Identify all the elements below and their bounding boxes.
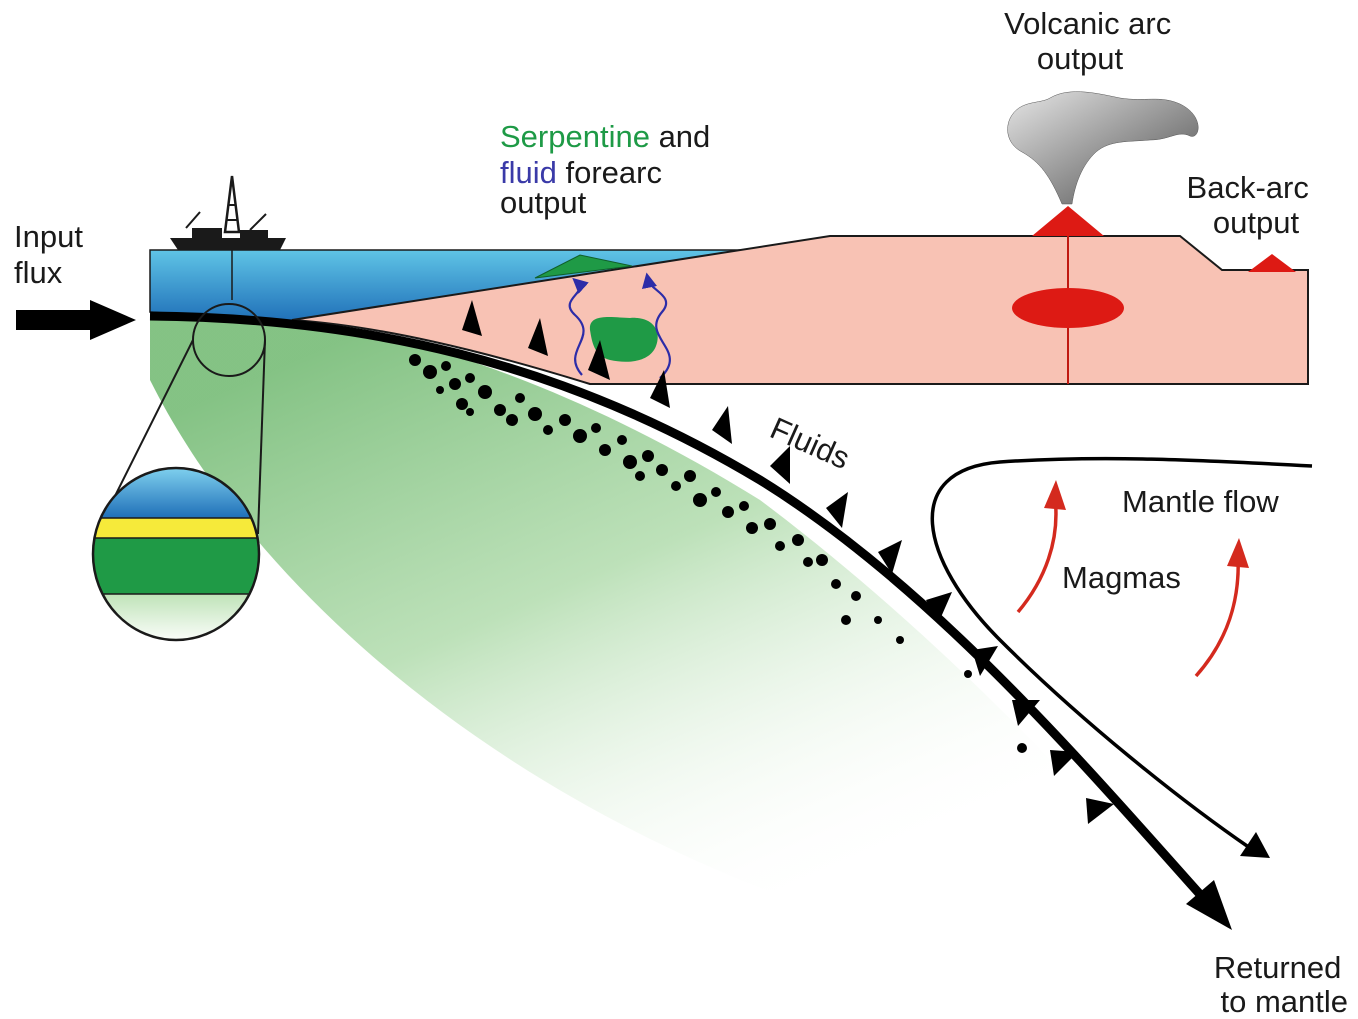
magma-arrow-2-head	[1227, 538, 1249, 568]
forearc-output-label: Serpentine and fluid forearc output	[500, 119, 719, 220]
back-arc-cone	[1248, 254, 1296, 272]
returned-to-mantle-label: Returned to mantle	[1214, 950, 1350, 1019]
magmas-label: Magmas	[1062, 560, 1181, 595]
mantle-flow-label: Mantle flow	[1122, 484, 1279, 519]
volcanic-arc-output-label: Volcanic arc output	[1004, 6, 1180, 76]
back-arc-output-label: Back-arc output	[1187, 170, 1318, 240]
volcanic-arc-cone	[1032, 206, 1104, 236]
subducting-plate-mantle	[150, 318, 1200, 930]
magma-arrow-1	[1018, 498, 1056, 612]
magma-arrow-1-head	[1044, 480, 1066, 510]
input-flux-arrow	[16, 300, 136, 340]
magma-chamber	[1012, 288, 1124, 328]
magma-arrow-2	[1196, 556, 1238, 676]
serpentine-label: Serpentine	[500, 119, 650, 154]
eruption-plume	[1008, 92, 1199, 204]
input-flux-label: Input flux	[14, 219, 92, 290]
